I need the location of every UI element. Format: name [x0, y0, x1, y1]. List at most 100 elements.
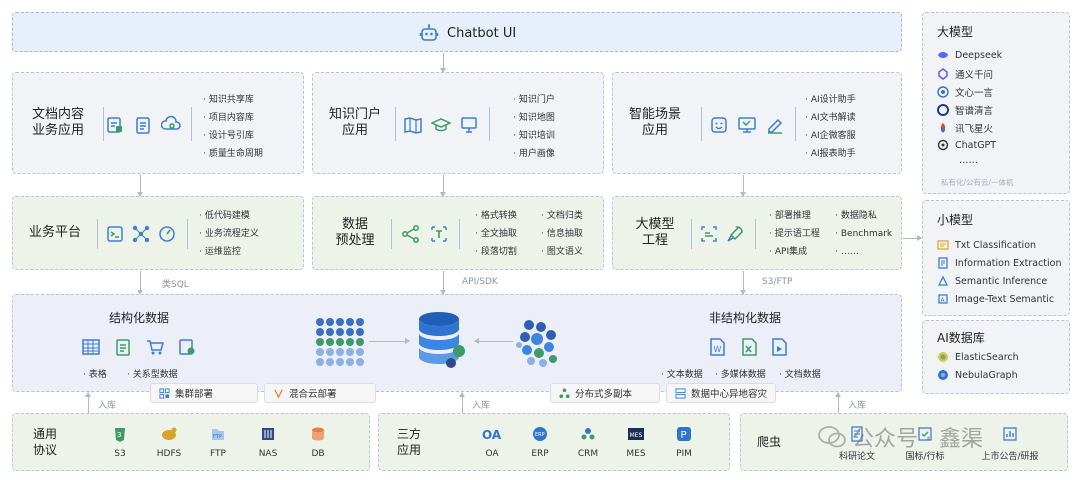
pim-icon: P — [677, 427, 691, 441]
elasticsearch-icon — [937, 351, 949, 363]
source-papers: 科研论文 — [829, 426, 885, 462]
database-icon — [415, 311, 471, 375]
source-nas: NAS — [253, 426, 283, 459]
qwen-icon — [937, 68, 949, 80]
source-title: 通用 协议 — [32, 427, 57, 457]
svg-text:A: A — [941, 297, 946, 304]
list-item: 数据隐私 — [835, 207, 892, 225]
list-item: …… — [835, 243, 892, 261]
model-item: 讯飞星火 — [937, 121, 993, 135]
deploy-label: 数据中心异地容灾 — [691, 389, 768, 400]
source-hdfs: HDFS — [151, 426, 187, 459]
report-icon — [113, 337, 133, 357]
svg-text:W: W — [714, 345, 722, 354]
image-text-icon: A — [937, 293, 949, 305]
small-models-title: 小模型 — [937, 213, 974, 227]
unstructured-item: · 文本数据 — [661, 370, 703, 380]
app-items: 知识共享库 项目内容库 设计号引库 质量生命周期 — [203, 91, 263, 163]
platform-items-right: 文档归类 信息抽取 图文语义 — [541, 207, 583, 261]
crm-icon — [581, 428, 595, 440]
chatgpt-icon — [937, 139, 949, 151]
list-item: Benchmark — [835, 225, 892, 243]
app-title: 智能场景 应用 — [628, 107, 681, 138]
list-item: 知识地图 — [513, 109, 555, 127]
workflow-icon — [131, 224, 151, 244]
app-title: 知识门户 应用 — [328, 107, 381, 138]
arrow-right — [369, 338, 410, 344]
chatbot-ui-bar: Chatbot UI — [12, 12, 902, 52]
list-item: 格式转换 — [475, 207, 517, 225]
model-item: Txt Classification — [937, 239, 1036, 251]
ingest-label: 入库 — [848, 401, 867, 411]
platform-items-left: 格式转换 全文抽取 段落切割 — [475, 207, 517, 261]
presentation-icon — [459, 115, 479, 135]
terminal-icon — [105, 224, 125, 244]
arrow-down — [740, 271, 746, 295]
map-icon — [403, 115, 423, 135]
deploy-hybrid: 混合云部署 — [264, 383, 376, 403]
source-third-party: 三方 应用 OA OA ERP ERP CRM MES MES P PIM — [378, 413, 730, 471]
svg-text:OA: OA — [482, 428, 502, 442]
excel-doc-icon — [739, 337, 759, 357]
platform-items-right: 数据隐私 Benchmark …… — [835, 207, 892, 261]
source-pim: P PIM — [669, 426, 699, 459]
clipboard-icon — [133, 115, 153, 135]
deploy-label: 集群部署 — [175, 389, 214, 400]
structured-title: 结构化数据 — [109, 311, 170, 325]
graduation-cap-icon — [431, 115, 451, 135]
document-edit-icon — [105, 115, 125, 135]
svg-text:ERP: ERP — [535, 432, 545, 438]
distributed-icon — [559, 387, 570, 399]
zhipu-icon — [937, 104, 949, 116]
arrow-down — [137, 271, 143, 295]
classification-icon — [937, 239, 949, 251]
svg-text:3: 3 — [117, 431, 121, 439]
ai-scan-icon — [699, 224, 719, 244]
source-protocols: 通用 协议 3 S3 HDFS FTP FTP NAS DB — [12, 413, 370, 471]
badge-doc-icon — [177, 337, 197, 357]
platform-title: 业务平台 — [28, 225, 81, 240]
source-crm: CRM — [573, 426, 603, 459]
deploy-disaster-recovery: 数据中心异地容灾 — [666, 383, 776, 403]
mes-icon: MES — [628, 428, 644, 440]
db-item: ElasticSearch — [937, 351, 1019, 363]
list-item: AI报表助手 — [805, 145, 856, 163]
app-items: 知识门户 知识地图 知识培训 用户画像 — [513, 91, 555, 163]
unstructured-title: 非结构化数据 — [709, 311, 782, 325]
unstructured-item: · 文档数据 — [779, 370, 821, 380]
share-nodes-icon — [401, 224, 421, 244]
rocket-icon — [725, 224, 745, 244]
pen-edit-icon — [765, 115, 785, 135]
wechat-icon — [818, 425, 846, 449]
word-doc-icon: W — [707, 337, 727, 357]
svg-text:FTP: FTP — [213, 434, 222, 440]
chatbot-title: Chatbot UI — [447, 25, 517, 41]
oa-icon: OA — [482, 428, 502, 442]
gauge-icon — [157, 224, 177, 244]
cloud-search-icon — [161, 115, 181, 135]
source-s3: 3 S3 — [105, 426, 135, 459]
model-item: Semantic Inference — [937, 275, 1047, 287]
cluster-icon — [159, 387, 170, 399]
arrow-up — [85, 392, 91, 413]
ingest-label: 入库 — [472, 401, 491, 411]
model-item: …… — [959, 155, 978, 166]
large-models-title: 大模型 — [937, 25, 974, 39]
smile-icon — [709, 115, 729, 135]
platform-title: 数据 预处理 — [335, 217, 375, 248]
list-item: 提示语工程 — [769, 225, 820, 243]
arrow-down — [440, 175, 446, 197]
source-ftp: FTP FTP — [203, 426, 233, 459]
unstructured-item: · 多媒体数据 — [715, 370, 766, 380]
connector-api: API/SDK — [462, 277, 498, 287]
list-item: 低代码建模 — [199, 207, 259, 225]
hybrid-cloud-icon — [273, 388, 284, 399]
db-item: NebulaGraph — [937, 369, 1018, 381]
model-item: 文心一言 — [937, 85, 993, 99]
ai-database-panel: AI数据库 ElasticSearch NebulaGraph — [922, 320, 1070, 394]
ai-database-title: AI数据库 — [937, 331, 985, 345]
source-erp: ERP ERP — [525, 426, 555, 459]
structured-item: · 关系型数据 — [127, 370, 178, 380]
arrow-left — [474, 338, 513, 344]
deploy-cluster: 集群部署 — [150, 383, 258, 403]
